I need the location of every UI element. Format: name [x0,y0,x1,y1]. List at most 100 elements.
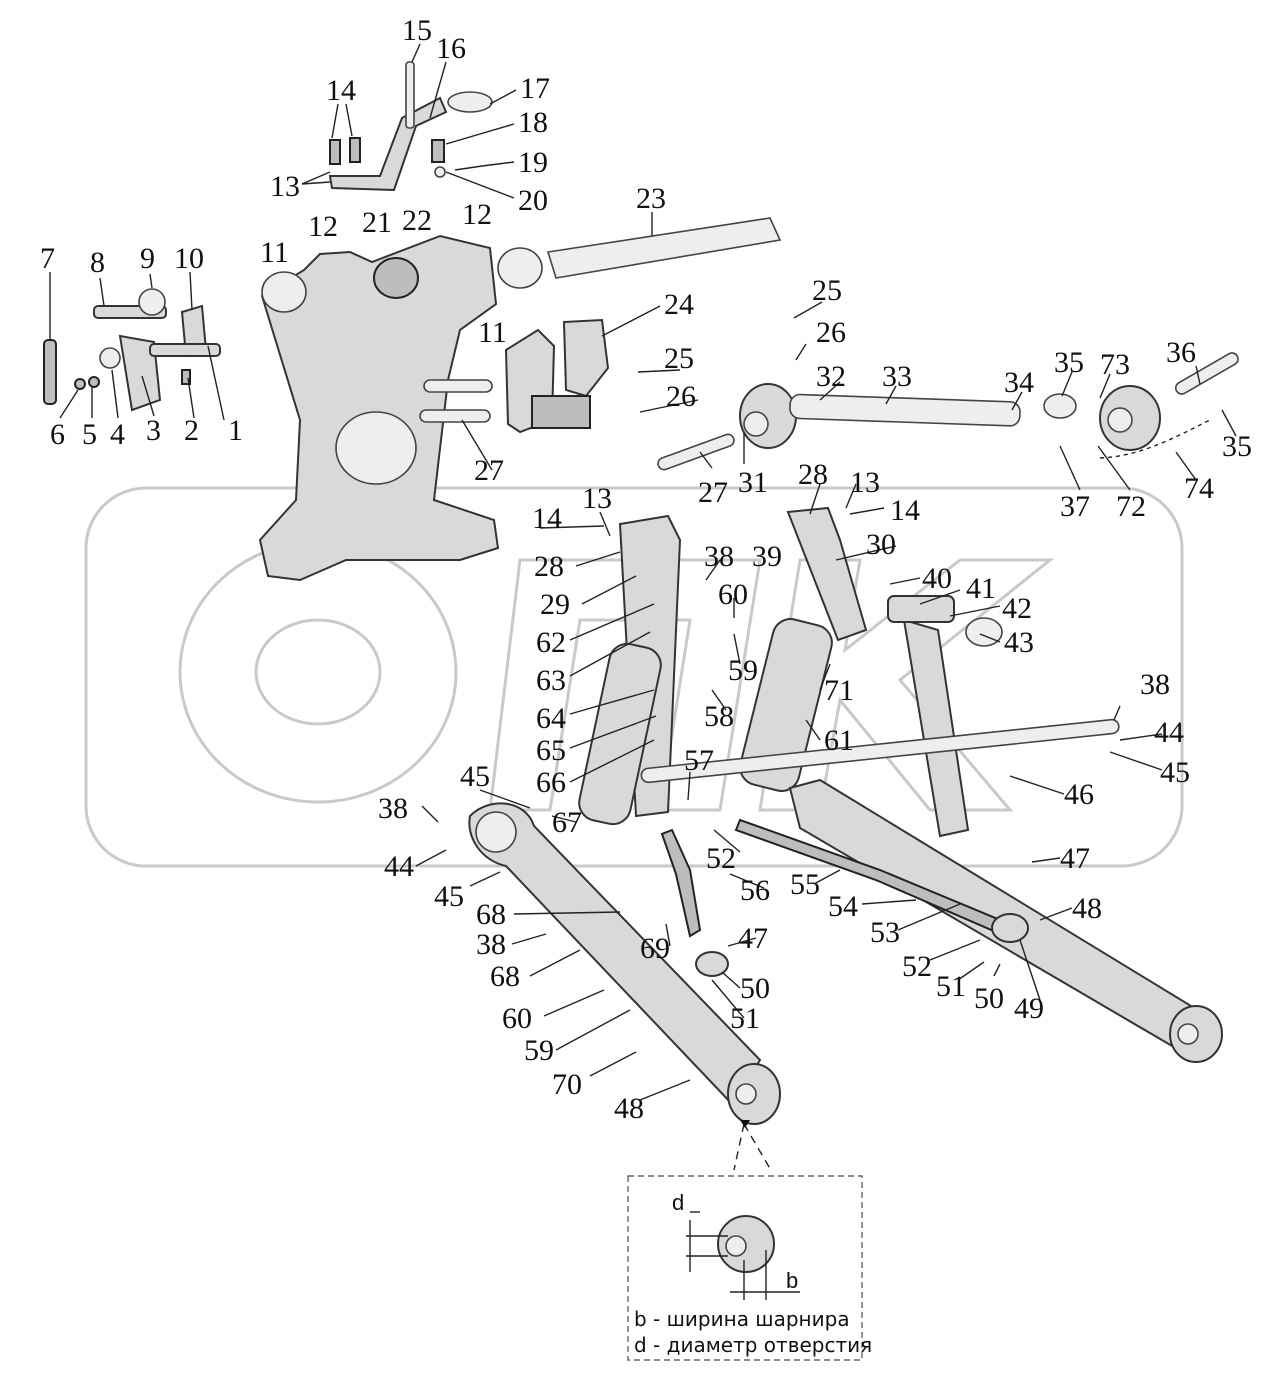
callout-13c: 13 [850,466,880,499]
callout-23: 23 [636,182,666,215]
eye-50 [695,951,729,977]
callout-66: 66 [536,766,566,799]
callout-9: 9 [140,242,155,275]
pin-2 [181,369,191,385]
lower-link-48-left [468,802,762,1106]
dim-d-label: d [672,1190,684,1215]
callout-18: 18 [518,106,548,139]
callout-35b: 35 [1222,430,1252,463]
callout-39: 39 [752,540,782,573]
spring-18 [431,139,445,163]
callout-64: 64 [536,702,566,735]
callout-labels: 1 2 3 4 5 6 7 8 9 10 11 11 12 12 13 13 1… [40,14,1252,1125]
callout-53: 53 [870,916,900,949]
main-housing [258,234,543,582]
leader-lines [49,43,1237,1101]
callout-52b: 52 [902,950,932,983]
bushing-11-right [497,247,543,289]
callout-40: 40 [922,562,952,595]
callout-17: 17 [520,72,550,105]
legend-b: b - ширина шарнира [634,1307,850,1331]
callout-14c: 14 [890,494,920,527]
pin-27a [423,379,493,393]
callout-50a: 50 [740,972,770,1005]
detail-pointer [733,1120,773,1173]
pin-15 [405,61,415,129]
callout-49: 49 [1014,992,1044,1025]
shaft-1 [149,343,221,357]
callout-52a: 52 [706,842,736,875]
callout-67: 67 [552,806,582,839]
callout-24: 24 [664,288,694,321]
callout-38c: 38 [378,792,408,825]
lower-links [468,778,1223,1125]
callout-44a: 44 [1154,716,1184,749]
callout-22: 22 [402,204,432,237]
callout-2: 2 [184,414,199,447]
callout-38a: 38 [704,540,734,573]
spring-7 [43,339,57,405]
callout-27b: 27 [698,476,728,509]
callout-41: 41 [966,572,996,605]
housing-body [258,234,500,582]
callout-70: 70 [552,1068,582,1101]
lever-41 [887,595,955,623]
cylinder-66 [578,642,662,826]
callout-8: 8 [90,246,105,279]
lever-assembly [43,288,221,412]
plates-24 [504,318,610,434]
callout-47b: 47 [738,922,768,955]
bushing-4 [99,347,121,369]
callout-4: 4 [110,418,125,451]
clip-17 [447,91,493,113]
upper-bracket [328,61,493,192]
callout-10: 10 [174,242,204,275]
callout-45c: 45 [434,880,464,913]
bracket-16 [328,96,448,192]
washer-20 [434,166,446,178]
callout-47a: 47 [1060,842,1090,875]
callout-59b: 59 [524,1034,554,1067]
arm-30 [786,506,868,642]
callout-45b: 45 [460,760,490,793]
callout-62: 62 [536,626,566,659]
knob-9 [138,288,166,316]
callout-25a: 25 [812,274,842,307]
callout-33: 33 [882,360,912,393]
callout-26b: 26 [666,380,696,413]
eye-49 [991,913,1029,943]
callout-37: 37 [1060,490,1090,523]
callout-7: 7 [40,242,55,275]
callout-15: 15 [402,14,432,47]
callout-55: 55 [790,868,820,901]
callout-71: 71 [824,674,854,707]
callout-68b: 68 [490,960,520,993]
callout-13a: 13 [270,170,300,203]
callout-38b: 38 [1140,668,1170,701]
callout-27a: 27 [474,454,504,487]
callout-54: 54 [828,890,858,923]
callout-69: 69 [640,932,670,965]
callout-45a: 45 [1160,756,1190,789]
callout-25b: 25 [664,342,694,375]
callout-14a: 14 [326,74,356,107]
callout-74: 74 [1184,472,1214,505]
callout-48b: 48 [614,1092,644,1125]
callout-38d: 38 [476,928,506,961]
callout-63: 63 [536,664,566,697]
rod-46 [640,718,1120,784]
callout-11b: 11 [478,316,507,349]
top-link [657,352,1239,471]
callout-21: 21 [362,206,392,239]
legend-d: d - диаметр отверстия [634,1333,872,1357]
lift-rod-42 [902,618,970,838]
callout-59a: 59 [728,654,758,687]
shaft-23 [546,217,782,279]
callout-30: 30 [866,528,896,561]
callout-32: 32 [816,360,846,393]
ring-35 [1043,393,1077,419]
callout-36: 36 [1166,336,1196,369]
callout-16: 16 [436,32,466,65]
callout-14b: 14 [532,502,562,535]
